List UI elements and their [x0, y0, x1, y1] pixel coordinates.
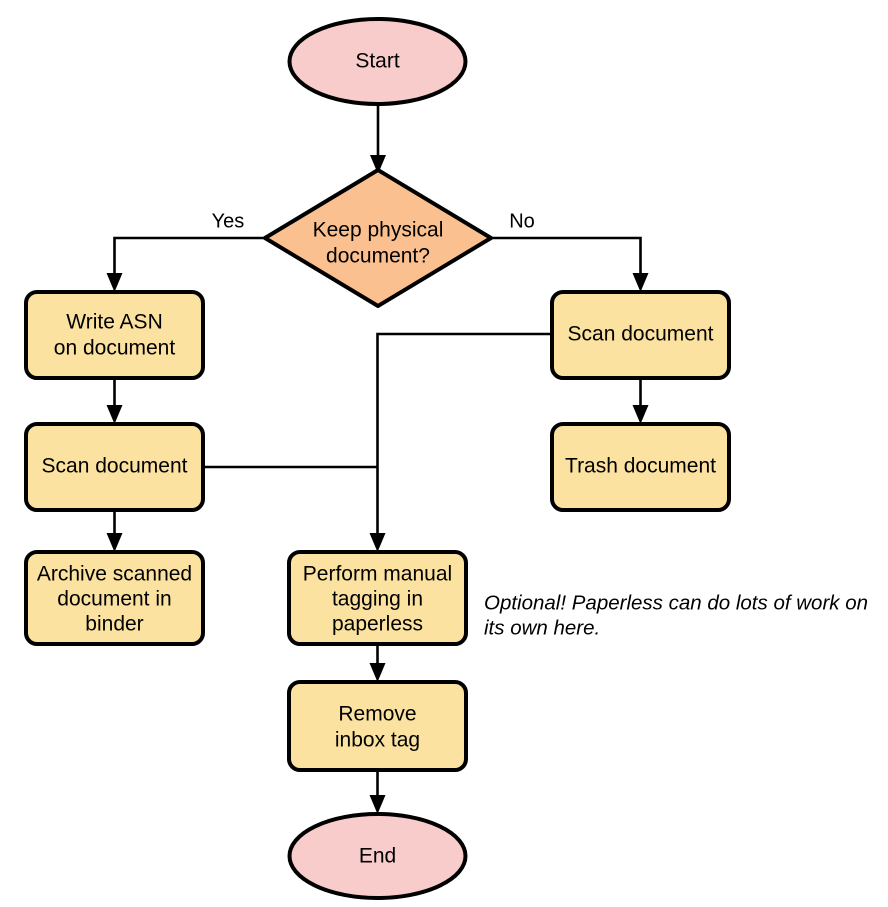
node-manual-tagging-label-line3: paperless [332, 613, 423, 636]
arrowhead-icon [106, 405, 123, 424]
nodes-layer: Start Keep physical document? Write ASN … [24, 17, 731, 900]
node-trash-document[interactable]: Trash document [550, 422, 731, 512]
node-write-asn-label-line1: Write ASN [66, 311, 162, 334]
node-start[interactable]: Start [287, 17, 468, 106]
node-scan-document-left[interactable]: Scan document [24, 422, 205, 512]
node-manual-tagging-label-line1: Perform manual [303, 563, 452, 586]
node-end-shape[interactable] [287, 812, 468, 900]
arrowhead-icon [632, 273, 649, 292]
node-trash-document-shape[interactable] [550, 422, 731, 512]
edge-scan-right-to-trash [632, 378, 649, 424]
node-remove-inbox-tag-shape[interactable] [287, 680, 468, 772]
edge-labels-layer: Yes No [212, 210, 535, 232]
arrowhead-icon [369, 663, 386, 682]
node-write-asn-label-line2: on document [54, 337, 176, 360]
edges-layer [106, 104, 649, 814]
node-remove-inbox-tag-label-line1: Remove [338, 703, 416, 726]
node-scan-document-right-label: Scan document [568, 323, 714, 346]
edge-start-to-decision [370, 104, 386, 174]
node-archive-binder-label-line3: binder [85, 613, 143, 636]
edge-line [113, 236, 265, 281]
arrowhead-icon [369, 533, 386, 552]
arrowhead-icon [106, 273, 123, 292]
node-manual-tagging[interactable]: Perform manual tagging in paperless [287, 550, 468, 646]
node-scan-document-left-shape[interactable] [24, 422, 205, 512]
node-manual-tagging-label-line2: tagging in [332, 588, 423, 611]
node-start-label: Start [355, 50, 400, 73]
edge-decision-yes-to-write-asn [106, 236, 265, 292]
edge-manual-tagging-to-remove-inbox-tag [369, 644, 386, 682]
node-scan-document-left-label: Scan document [42, 455, 188, 478]
node-start-shape[interactable] [287, 17, 468, 106]
edge-label-no: No [509, 210, 535, 232]
edge-decision-no-to-scan-right [491, 236, 649, 292]
annotation-line-2: its own here. [484, 616, 600, 639]
node-keep-physical-document[interactable]: Keep physical document? [263, 168, 493, 308]
node-end-label: End [359, 845, 396, 868]
edge-label-yes: Yes [212, 210, 245, 232]
node-end[interactable]: End [287, 812, 468, 900]
arrowhead-icon [106, 533, 123, 552]
node-keep-physical-document-label-line2: document? [326, 245, 430, 268]
edge-line [491, 236, 642, 281]
node-manual-tagging-shape[interactable] [287, 550, 468, 646]
node-write-asn[interactable]: Write ASN on document [24, 290, 205, 380]
node-trash-document-label: Trash document [565, 455, 716, 478]
node-remove-inbox-tag-label-line2: inbox tag [335, 729, 420, 752]
edge-write-asn-to-scan-left [106, 378, 123, 424]
node-keep-physical-document-label-line1: Keep physical [313, 219, 444, 242]
node-archive-binder[interactable]: Archive scanned document in binder [24, 550, 205, 646]
edge-scan-left-to-archive [106, 510, 123, 552]
node-scan-document-right-shape[interactable] [550, 290, 731, 380]
arrowhead-icon [369, 795, 386, 814]
node-write-asn-shape[interactable] [24, 290, 205, 380]
node-remove-inbox-tag[interactable]: Remove inbox tag [287, 680, 468, 772]
annotation-optional-note: Optional! Paperless can do lots of work … [484, 591, 868, 639]
edge-scan-left-to-manual-tagging [203, 465, 386, 552]
arrowhead-icon [632, 405, 649, 424]
node-archive-binder-shape[interactable] [24, 550, 205, 646]
node-scan-document-right[interactable]: Scan document [550, 290, 731, 380]
node-archive-binder-label-line2: document in [57, 588, 171, 611]
edge-line [376, 332, 552, 541]
node-keep-physical-document-shape[interactable] [263, 168, 493, 308]
annotation-line-1: Optional! Paperless can do lots of work … [484, 591, 868, 614]
edge-scan-right-to-manual-tagging [376, 332, 552, 541]
node-archive-binder-label-line1: Archive scanned [37, 563, 192, 586]
edge-remove-inbox-tag-to-end [369, 770, 386, 814]
arrowhead-icon [370, 155, 386, 174]
